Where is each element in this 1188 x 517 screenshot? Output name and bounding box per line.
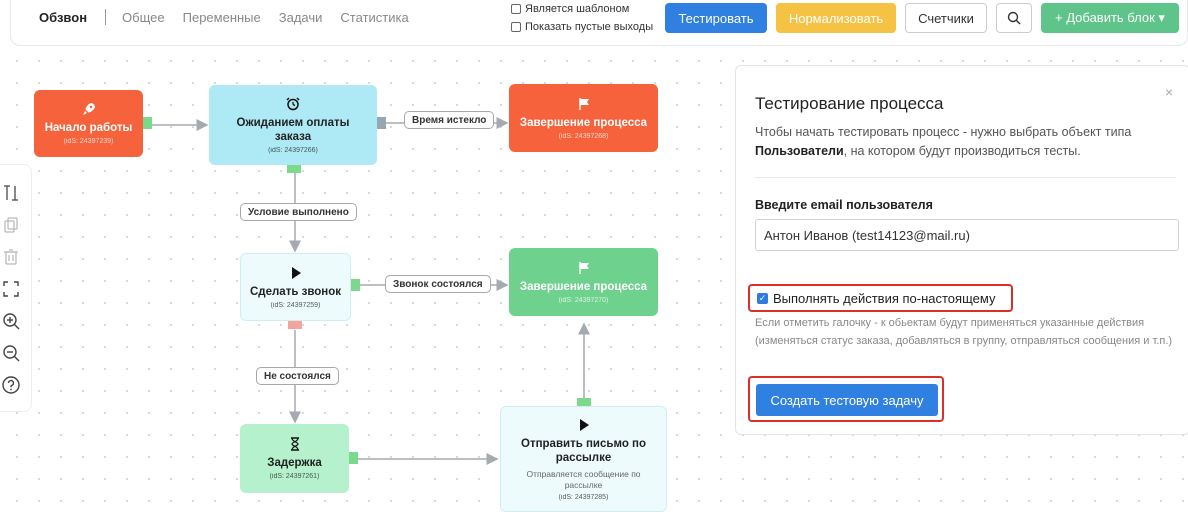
email-field-label: Введите email пользователя [755,198,933,212]
close-icon[interactable]: × [1164,84,1173,100]
node-title: Ожиданием оплаты заказа [236,116,350,143]
real-actions-checkbox[interactable]: ✓ [757,292,768,304]
real-actions-label: Выполнять действия по-настоящему [773,290,996,306]
zoom-in-icon[interactable] [1,311,21,331]
tab-obzvon[interactable]: Обзвон [39,9,88,25]
panel-title: Тестирование процесса [755,94,944,113]
email-field[interactable]: Антон Иванов (test14123@mail.ru) [755,219,1179,251]
panel-description: Чтобы начать тестировать процесс - нужно… [755,123,1165,161]
output-port[interactable] [288,321,302,329]
edge-label-call-done[interactable]: Звонок состоялся [385,275,491,293]
tab-variables[interactable]: Переменные [182,9,261,25]
node-title: Завершение процесса [519,116,648,129]
node-title: Завершение процесса [519,280,648,293]
tab-statistics[interactable]: Статистика [340,9,409,25]
top-bar: Обзвон Общее Переменные Задачи Статистик… [10,0,1188,46]
is-template-checkbox[interactable] [511,4,521,14]
nav-tabs: Обзвон Общее Переменные Задачи Статистик… [39,9,427,25]
divider [755,177,1176,178]
output-port[interactable] [351,279,360,291]
output-port[interactable] [143,117,152,129]
create-test-task-button[interactable]: Создать тестовую задачу [756,384,938,416]
edge-label-condition-met[interactable]: Условие выполнено [240,203,357,221]
node-end-2[interactable]: Завершение процесса (idS: 24397270) [509,248,658,316]
node-id: (idS: 24397261) [269,473,320,480]
test-button[interactable]: Тестировать [665,3,767,33]
node-send-email[interactable]: Отправить письмо по рассылке Отправляетс… [500,406,667,512]
nav-divider [105,9,107,25]
node-title: Отправить письмо по рассылке [521,437,647,464]
output-port[interactable] [377,117,386,129]
desc-text-end: , на котором будут производиться тесты. [843,144,1081,158]
rocket-icon [82,103,95,115]
help-icon[interactable] [1,375,21,395]
node-id: (idS: 24397285) [558,493,609,501]
normalize-button[interactable]: Нормализовать [776,3,896,33]
real-actions-option[interactable]: ✓ Выполнять действия по-настоящему [748,284,1013,312]
options-checkboxes: Является шаблоном Показать пустые выходы [511,0,653,36]
is-template-option[interactable]: Является шаблоном [511,0,653,18]
is-template-label: Является шаблоном [525,3,630,15]
node-end-1[interactable]: Завершение процесса (idS: 24397268) [509,84,658,152]
tab-tasks[interactable]: Задачи [278,9,323,25]
node-title: Задержка [267,457,322,469]
copy-icon[interactable] [1,215,21,235]
node-id: (idS: 24397270) [558,296,609,304]
play-icon [579,418,589,431]
flag-icon [578,97,589,110]
counters-button[interactable]: Счетчики [905,3,987,33]
node-wait-payment[interactable]: Ожиданием оплаты заказа (idS: 24397266) [209,85,377,165]
edge-label-call-not-done[interactable]: Не состоялся [256,367,339,385]
tab-general[interactable]: Общее [122,9,165,25]
node-make-call[interactable]: Сделать звонок (idS: 24397259) [240,253,351,321]
align-icon[interactable] [1,183,21,203]
node-id: (idS: 24397259) [270,301,321,309]
show-empty-exits-label: Показать пустые выходы [525,21,654,33]
show-empty-exits-option[interactable]: Показать пустые выходы [511,18,653,36]
node-start[interactable]: Начало работы (idS: 24397239) [34,90,143,157]
real-actions-hint: Если отметить галочку - к обьектам будут… [755,317,1173,347]
search-icon [1007,11,1021,25]
node-id: (idS: 24397266) [268,146,318,154]
node-description: Отправляется сообщение по рассылке [526,468,641,490]
node-delay[interactable]: Задержка (idS: 24397261) [240,424,349,493]
node-id: (idS: 24397268) [558,132,609,140]
test-process-panel: × Тестирование процесса Чтобы начать тес… [735,65,1188,435]
flag-icon [578,261,589,274]
hourglass-icon [290,437,299,451]
output-port[interactable] [287,165,301,173]
node-id: (idS: 24397239) [63,138,114,145]
edge-label-time-out[interactable]: Время истекло [404,111,495,129]
output-port[interactable] [577,398,591,406]
add-block-button[interactable]: + Добавить блок ▾ [1041,3,1179,33]
search-button[interactable] [996,3,1032,33]
zoom-out-icon[interactable] [1,343,21,363]
node-title: Начало работы [44,122,133,134]
trash-icon[interactable] [1,247,21,267]
desc-object-type: Пользователи [755,144,844,158]
node-title: Сделать звонок [250,285,341,298]
show-empty-exits-checkbox[interactable] [511,22,521,32]
create-button-highlight: Создать тестовую задачу [748,376,944,422]
alarm-clock-icon [286,96,300,110]
desc-text: Чтобы начать тестировать процесс - нужно… [755,125,1132,139]
fullscreen-icon[interactable] [1,279,21,299]
play-icon [291,266,301,279]
left-toolbar [0,164,32,412]
output-port[interactable] [349,452,358,464]
